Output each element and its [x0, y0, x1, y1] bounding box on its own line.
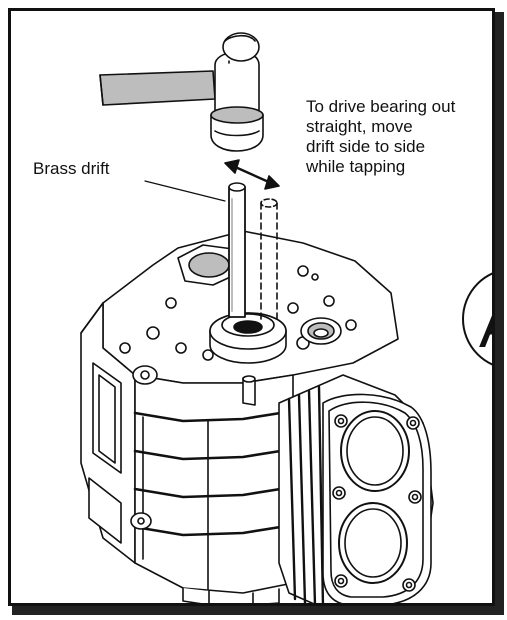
side-to-side-arrow-icon [224, 159, 280, 190]
drift-leader-line [144, 180, 226, 202]
brass-drift-label: Brass drift [33, 159, 110, 178]
engine-block-icon [80, 230, 434, 603]
illustration-svg [80, 32, 492, 603]
illustration-frame: Brass drift To drive bearing out straigh… [8, 8, 495, 606]
instruction-label: To drive bearing out straight, move drif… [306, 97, 456, 176]
brass-drift-alt-position [260, 198, 278, 322]
callout-letter: A [479, 287, 492, 367]
brass-drift-icon [228, 182, 246, 318]
callout-circle [462, 272, 492, 366]
hammer-icon [99, 32, 264, 152]
